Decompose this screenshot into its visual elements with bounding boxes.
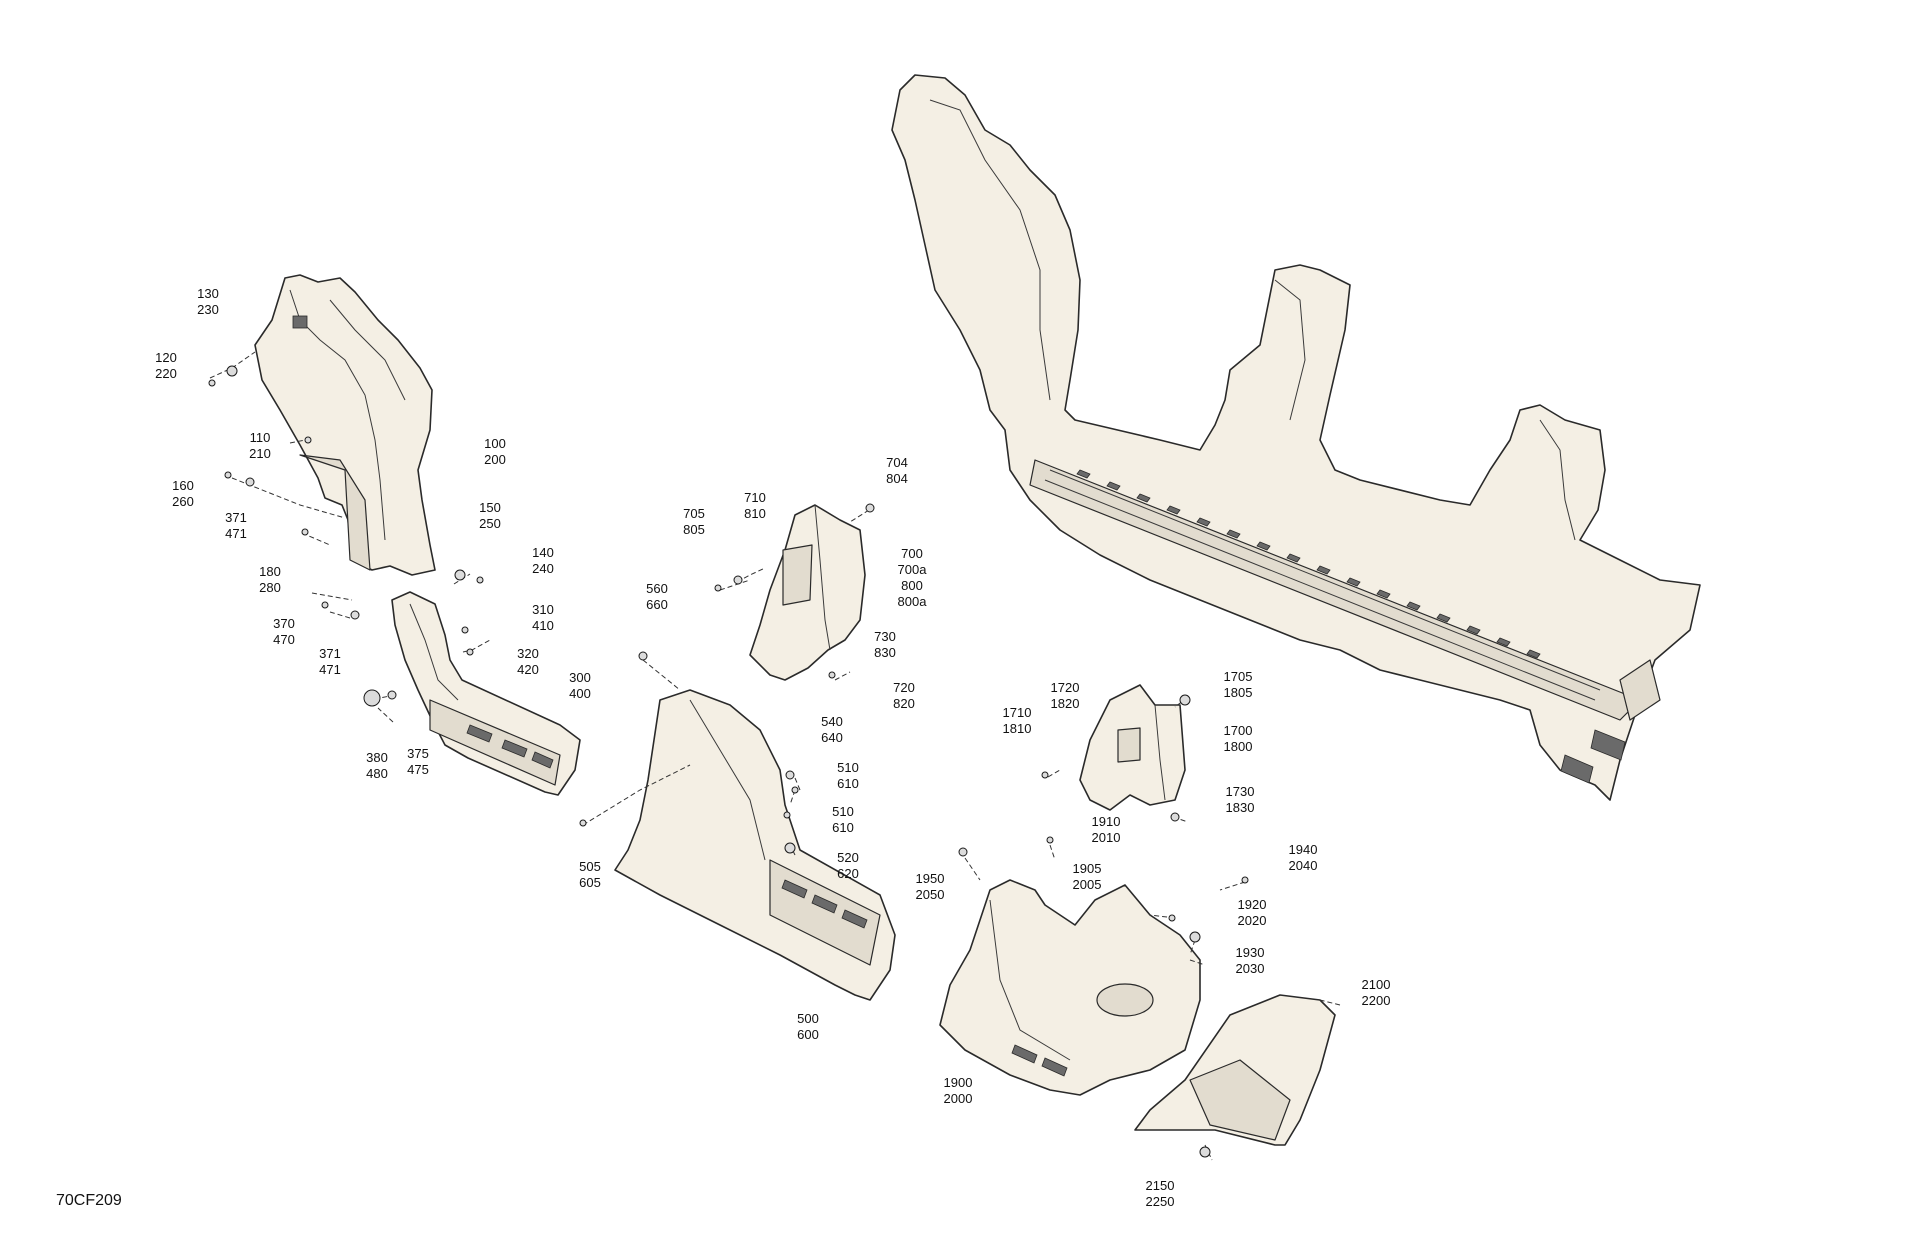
panel-1700 [1079, 684, 1186, 811]
fastener [476, 576, 484, 584]
diagram-code: 70CF209 [56, 1192, 122, 1209]
fastener [865, 503, 875, 513]
fastener [783, 811, 791, 819]
fastener [784, 842, 796, 854]
fastener [224, 471, 232, 479]
fasteners [208, 365, 1249, 1158]
fastener [226, 365, 238, 377]
fastener [301, 528, 309, 536]
floor-ribs [1044, 469, 1601, 701]
fastener [454, 569, 466, 581]
panel-1900 [939, 879, 1201, 1096]
panel-100 [254, 274, 436, 576]
fastener [1179, 694, 1191, 706]
panel-300 [391, 591, 581, 796]
frame-assembly [891, 74, 1701, 801]
fastener [1241, 876, 1249, 884]
fastener [387, 690, 397, 700]
panel-700 [749, 504, 866, 681]
fastener [714, 584, 722, 592]
fastener [1041, 771, 1049, 779]
fastener [466, 648, 474, 656]
fastener [245, 477, 255, 487]
fastener [958, 847, 968, 857]
fastener [1046, 836, 1054, 844]
fastener [1199, 1146, 1211, 1158]
fastener [304, 436, 312, 444]
panel-2100 [1134, 994, 1336, 1146]
fastener [461, 626, 469, 634]
fastener [208, 379, 216, 387]
fastener [321, 601, 329, 609]
panel-500 [614, 689, 896, 1001]
fastener [733, 575, 743, 585]
fastener [579, 819, 587, 827]
fastener [1168, 914, 1176, 922]
fastener [363, 689, 381, 707]
fastener [1189, 931, 1201, 943]
fastener [785, 770, 795, 780]
fastener [828, 671, 836, 679]
fastener [791, 786, 799, 794]
fastener [638, 651, 648, 661]
fastener [1170, 812, 1180, 822]
fastener [350, 610, 360, 620]
